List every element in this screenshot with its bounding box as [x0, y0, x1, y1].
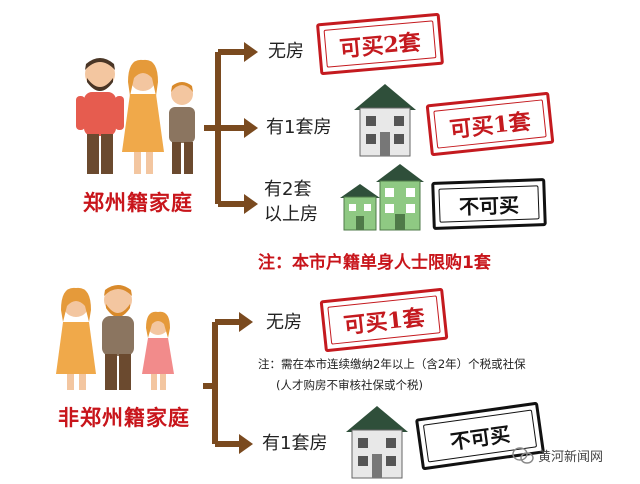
nonlocal-condition-one-house: 有1套房: [262, 433, 328, 454]
local-condition-one-house: 有1套房: [266, 117, 332, 138]
nonlocal-family-illustration: [56, 285, 174, 390]
mother-figure-2: [56, 287, 96, 390]
nonlocal-note-line1: 注：需在本市连续缴纳2年以上（含2年）个税或社保: [258, 357, 526, 371]
nonlocal-condition-no-house: 无房: [266, 312, 302, 333]
local-family-illustration: [76, 58, 195, 174]
daughter-figure: [142, 311, 174, 390]
local-branch-arrows: [204, 42, 258, 214]
nonlocal-branch-arrows: [203, 312, 253, 454]
father-figure-2: [102, 285, 134, 390]
nonlocal-stamp-cannot-buy-text: 不可买: [448, 421, 512, 454]
local-stamp-cannot-buy: 不可买: [431, 178, 547, 230]
nonlocal-stamp-can-buy-one: 可买1套: [319, 287, 449, 353]
nonlocal-house-single-icon: [346, 406, 408, 479]
local-note: 注：本市户籍单身人士限购1套: [258, 253, 491, 273]
nonlocal-family-label: 非郑州籍家庭: [58, 406, 190, 430]
local-stamp-can-buy-two: 可买2套: [315, 12, 445, 76]
watermark: 黄河新闻网: [512, 446, 603, 465]
local-stamp-cannot-buy-text: 不可买: [458, 192, 520, 219]
son-figure: [169, 82, 195, 174]
watermark-text: 黄河新闻网: [538, 450, 604, 465]
local-condition-two-plus-line2: 以上房: [264, 204, 318, 225]
father-figure: [76, 58, 124, 174]
local-stamp-can-buy-one-text: 可买1套: [448, 108, 533, 144]
nonlocal-note-line2: (人才购房不审核社保或个税): [276, 378, 423, 392]
local-condition-no-house: 无房: [268, 41, 304, 62]
local-stamp-can-buy-two-text: 可买2套: [338, 29, 422, 63]
local-condition-two-plus-line1: 有2套: [264, 179, 312, 200]
local-family-label: 郑州籍家庭: [83, 191, 193, 215]
nonlocal-stamp-can-buy-one-text: 可买1套: [342, 304, 427, 340]
local-house-multiple-icon: [340, 164, 424, 231]
wechat-icon: [512, 446, 534, 464]
local-house-single-icon: [354, 84, 416, 157]
local-stamp-can-buy-one: 可买1套: [425, 91, 555, 157]
mother-figure: [122, 59, 164, 174]
